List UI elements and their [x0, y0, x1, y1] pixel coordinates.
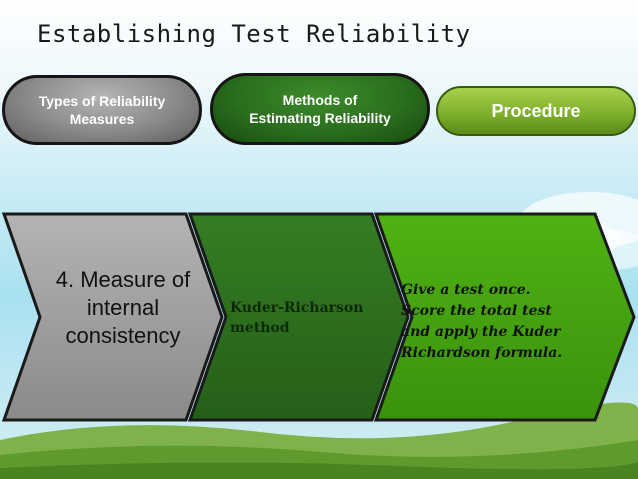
step-procedure-text: Give a test once. Score the total test a…: [401, 282, 563, 361]
step-method-text: Kuder-Richarson method: [230, 300, 364, 336]
step-shape-measure: [1, 212, 224, 422]
tab-procedure[interactable]: Procedure: [436, 86, 636, 136]
step-shape-procedure: [373, 212, 636, 422]
process-chevrons: [1, 212, 636, 422]
tab-label: Methods of Estimating Reliability: [249, 92, 391, 126]
slide-title: Establishing Test Reliability: [37, 20, 471, 48]
step-measure-text: 4. Measure of internal consistency: [55, 267, 191, 348]
step-shape-method: [187, 212, 410, 422]
tab-label: Procedure: [491, 100, 581, 121]
tab-methods-of-estimating-reliability[interactable]: Methods of Estimating Reliability: [210, 73, 430, 145]
tab-types-of-reliability-measures[interactable]: Types of Reliability Measures: [2, 75, 202, 145]
tab-label: Types of Reliability Measures: [38, 93, 166, 127]
